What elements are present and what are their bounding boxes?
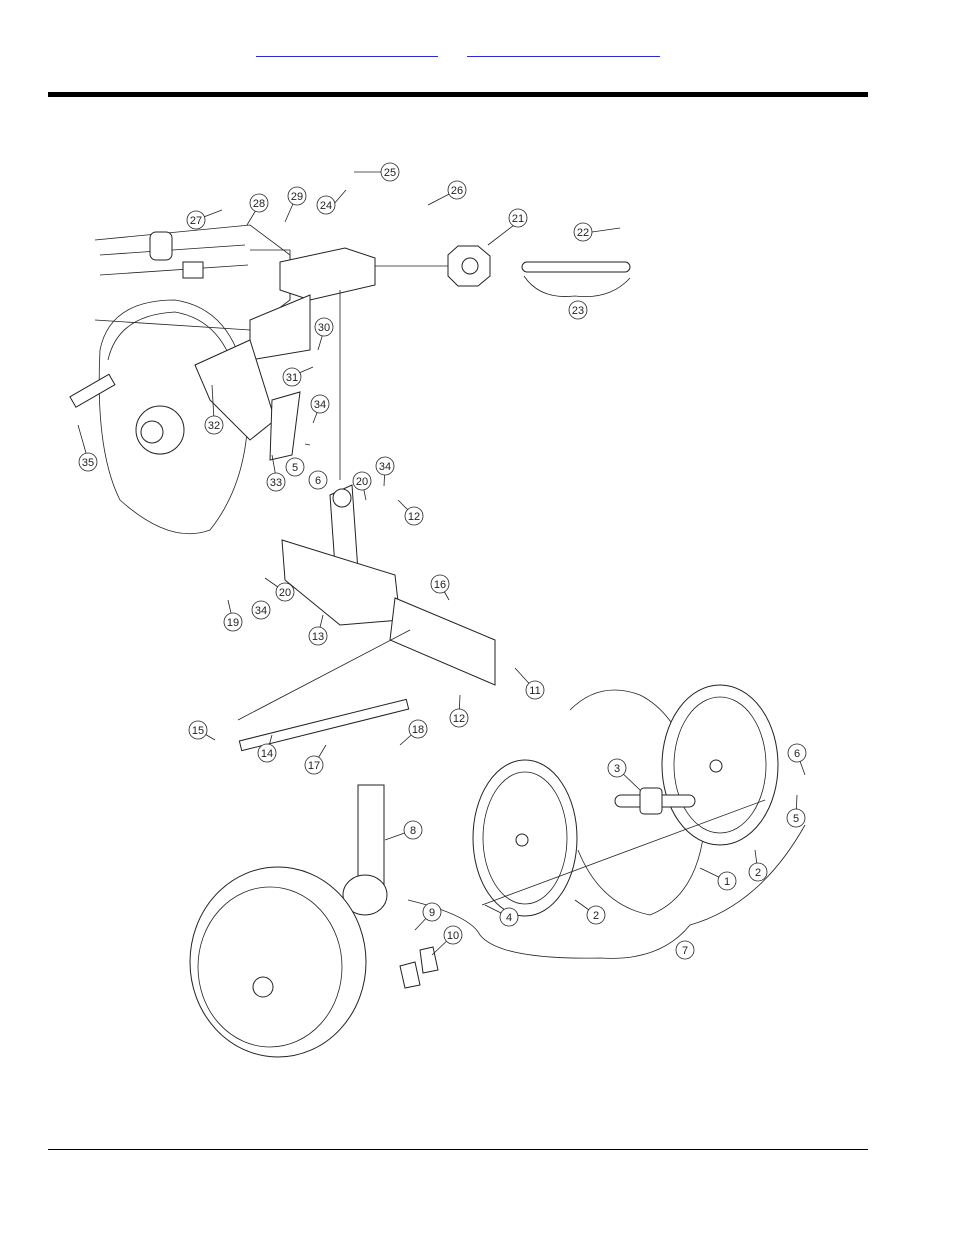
svg-text:8: 8 bbox=[410, 825, 416, 837]
svg-text:4: 4 bbox=[506, 912, 512, 924]
callout-24: 24 bbox=[316, 195, 336, 215]
callout-5a: 5 bbox=[786, 808, 806, 828]
lower-wheel-assembly bbox=[189, 784, 439, 1058]
callout-21: 21 bbox=[508, 208, 528, 228]
callout-27: 27 bbox=[186, 210, 206, 230]
svg-text:34: 34 bbox=[255, 605, 267, 617]
callout-12a: 12 bbox=[404, 506, 424, 526]
footer-rule bbox=[48, 1149, 868, 1150]
callout-8: 8 bbox=[403, 820, 423, 840]
svg-text:2: 2 bbox=[593, 910, 599, 922]
gauge-arm bbox=[237, 484, 496, 752]
svg-text:12: 12 bbox=[453, 713, 465, 725]
callout-33: 33 bbox=[266, 472, 286, 492]
svg-text:27: 27 bbox=[190, 215, 202, 227]
svg-text:20: 20 bbox=[356, 476, 368, 488]
svg-text:30: 30 bbox=[318, 322, 330, 334]
svg-text:31: 31 bbox=[286, 372, 298, 384]
svg-text:25: 25 bbox=[384, 167, 396, 179]
callout-9: 9 bbox=[422, 902, 442, 922]
planter-frame bbox=[94, 224, 291, 331]
callout-16: 16 bbox=[430, 574, 450, 594]
callout-34b: 34 bbox=[375, 456, 395, 476]
callout-6b: 6 bbox=[308, 470, 328, 490]
callout-35: 35 bbox=[78, 452, 98, 472]
callout-22: 22 bbox=[573, 222, 593, 242]
callout-19: 19 bbox=[223, 612, 243, 632]
svg-text:33: 33 bbox=[270, 477, 282, 489]
svg-text:11: 11 bbox=[529, 685, 540, 697]
callout-20a: 20 bbox=[352, 471, 372, 491]
svg-text:23: 23 bbox=[572, 305, 584, 317]
nav-link-right[interactable] bbox=[467, 42, 660, 57]
svg-text:15: 15 bbox=[192, 725, 204, 737]
svg-text:1: 1 bbox=[724, 876, 730, 888]
svg-text:34: 34 bbox=[314, 399, 326, 411]
mount-bracket bbox=[194, 247, 376, 480]
svg-text:10: 10 bbox=[447, 930, 459, 942]
callout-4: 4 bbox=[499, 907, 519, 927]
callout-17: 17 bbox=[304, 755, 324, 775]
callout-13: 13 bbox=[308, 626, 328, 646]
gauge-wheel-assembly bbox=[407, 684, 806, 959]
callout-11: 11 bbox=[525, 680, 545, 700]
callout-34c: 34 bbox=[251, 600, 271, 620]
svg-text:5: 5 bbox=[292, 462, 298, 474]
svg-text:14: 14 bbox=[261, 748, 273, 760]
svg-text:18: 18 bbox=[412, 724, 424, 736]
callout-bubbles: 1 2 2 3 4 5 5 6 6 7 8 9 10 11 12 12 13 1… bbox=[78, 162, 807, 960]
callout-23: 23 bbox=[568, 300, 588, 320]
svg-text:21: 21 bbox=[512, 213, 524, 225]
svg-text:34: 34 bbox=[379, 461, 391, 473]
nav-link-left[interactable] bbox=[256, 42, 438, 57]
callout-3: 3 bbox=[607, 758, 627, 778]
callout-34a: 34 bbox=[310, 394, 330, 414]
svg-text:6: 6 bbox=[315, 475, 321, 487]
svg-text:9: 9 bbox=[429, 907, 435, 919]
svg-text:3: 3 bbox=[614, 763, 620, 775]
svg-text:28: 28 bbox=[253, 198, 265, 210]
svg-text:32: 32 bbox=[208, 420, 220, 432]
svg-text:19: 19 bbox=[227, 617, 239, 629]
svg-text:12: 12 bbox=[408, 511, 420, 523]
svg-text:35: 35 bbox=[82, 457, 94, 469]
svg-text:22: 22 bbox=[577, 227, 589, 239]
callout-31: 31 bbox=[282, 367, 302, 387]
svg-text:17: 17 bbox=[308, 760, 320, 772]
callout-26: 26 bbox=[447, 180, 467, 200]
svg-text:29: 29 bbox=[291, 191, 303, 203]
svg-text:24: 24 bbox=[320, 200, 332, 212]
callout-2a: 2 bbox=[748, 862, 768, 882]
callout-15: 15 bbox=[188, 720, 208, 740]
callout-18: 18 bbox=[408, 719, 428, 739]
callout-30: 30 bbox=[314, 317, 334, 337]
callout-1: 1 bbox=[717, 871, 737, 891]
svg-text:13: 13 bbox=[312, 631, 324, 643]
adjusting-nut-assembly bbox=[375, 245, 631, 297]
svg-text:7: 7 bbox=[682, 945, 688, 957]
callout-14: 14 bbox=[257, 743, 277, 763]
callout-32: 32 bbox=[204, 415, 224, 435]
callout-5b: 5 bbox=[285, 457, 305, 477]
svg-text:26: 26 bbox=[451, 185, 463, 197]
svg-text:20: 20 bbox=[279, 587, 291, 599]
callout-2b: 2 bbox=[586, 905, 606, 925]
callout-29: 29 bbox=[287, 186, 307, 206]
coulter-disc bbox=[69, 299, 249, 535]
callout-12b: 12 bbox=[449, 708, 469, 728]
svg-text:16: 16 bbox=[434, 579, 446, 591]
callout-20b: 20 bbox=[275, 582, 295, 602]
svg-text:2: 2 bbox=[755, 867, 761, 879]
svg-text:5: 5 bbox=[793, 813, 799, 825]
callout-7: 7 bbox=[675, 940, 695, 960]
header-rule bbox=[48, 92, 868, 97]
callout-10: 10 bbox=[443, 925, 463, 945]
svg-text:6: 6 bbox=[794, 748, 800, 760]
callout-6a: 6 bbox=[787, 743, 807, 763]
callout-28: 28 bbox=[249, 193, 269, 213]
callout-25: 25 bbox=[380, 162, 400, 182]
